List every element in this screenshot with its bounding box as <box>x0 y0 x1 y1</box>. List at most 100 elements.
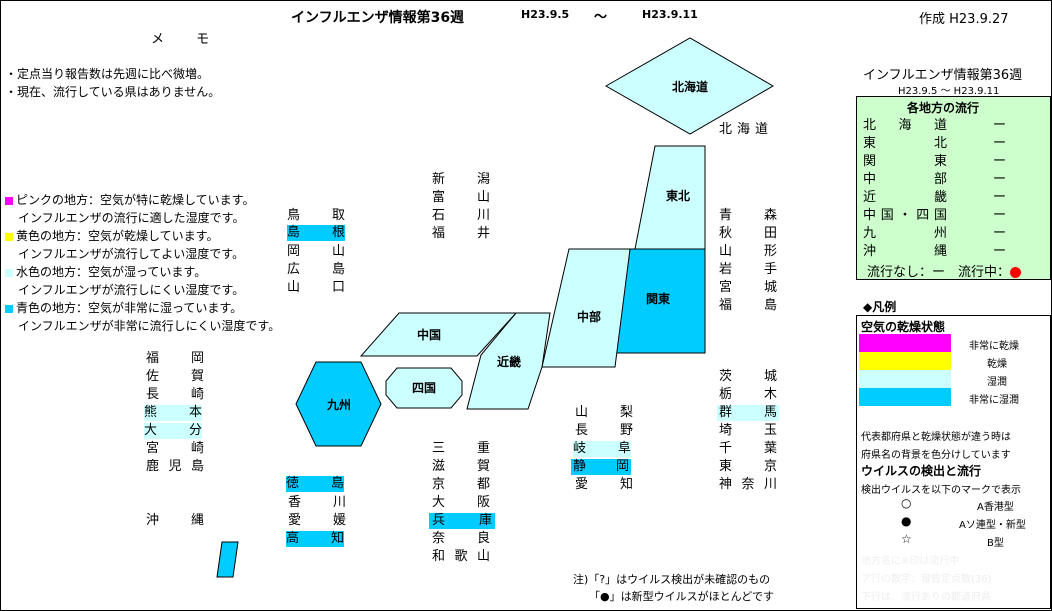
pref-aomori: 青森 <box>719 208 777 223</box>
region-kinki-label: 近畿 <box>497 354 521 369</box>
region-shikoku-label: 四国 <box>412 381 436 395</box>
date-to: H23.9.11 <box>642 8 698 21</box>
region-shikoku[interactable] <box>385 367 463 409</box>
pref-shizuoka: 静岡 <box>571 459 631 475</box>
blue-swatch <box>5 304 13 313</box>
region-chubu[interactable] <box>541 248 631 368</box>
virus-label: B型 <box>987 538 1004 549</box>
virus-label: A香港型 <box>977 502 1014 513</box>
pref-miyagi: 宮城 <box>719 280 777 295</box>
pref-yamanashi: 山梨 <box>575 405 633 420</box>
note-new-virus: 「●」は新型ウイルスがほとんどです <box>589 590 775 603</box>
status-row: 近畿ー <box>863 190 1007 205</box>
legend-lightblue-desc: インフルエンザが流行しにくい湿度です。 <box>18 283 245 297</box>
legend-pink-desc: インフルエンザの流行に適した湿度です。 <box>18 211 245 225</box>
faint-note-2: ア行の数字：報告定点数(36) <box>861 574 992 585</box>
pref-kagoshima: 鹿児島 <box>146 459 204 474</box>
date-from: H23.9.5 <box>521 8 570 21</box>
region-status-panel: 各地方の流行 北海道ー 東北ー 関東ー 中部ー 近畿ー 中国・四国ー 九州ー 沖… <box>856 96 1051 280</box>
level-label: 非常に湿潤 <box>969 395 1019 406</box>
air-heading: 空気の乾燥状態 <box>861 320 946 334</box>
level-swatch-wet <box>859 370 951 388</box>
pref-hokkaido: 北海道 <box>719 122 774 137</box>
pref-ibaraki: 茨城 <box>719 369 777 384</box>
pref-yamagata: 山形 <box>719 244 777 259</box>
virus-desc: 検出ウイルスを以下のマークで表示 <box>861 485 1021 496</box>
level-label: 非常に乾燥 <box>969 341 1019 352</box>
region-kinki[interactable] <box>466 312 551 410</box>
soviet-new-mark-icon: ● <box>901 514 912 528</box>
pref-nagano: 長野 <box>575 423 633 438</box>
pref-gunma: 群馬 <box>717 405 779 421</box>
created-date: 作成 H23.9.27 <box>919 12 1009 27</box>
panel-dates: H23.9.5 〜 H23.9.11 <box>898 86 1000 97</box>
pref-toyama: 富山 <box>432 190 490 205</box>
pref-fukushima: 福島 <box>719 298 777 313</box>
pref-ishikawa: 石川 <box>432 208 490 223</box>
faint-note-3: 下行は、流行ありの都道府県 <box>861 592 991 603</box>
status-row: 沖縄ー <box>863 244 1007 259</box>
hongkong-mark-icon: ○ <box>901 496 912 510</box>
legend-yellow-desc: インフルエンザが流行してよい湿度です。 <box>18 247 245 261</box>
note-unconfirmed: 注)「?」はウイルス検出が未確認のもの <box>573 573 771 586</box>
level-swatch-very-dry <box>859 334 951 352</box>
pref-chiba: 千葉 <box>719 441 777 456</box>
pref-miyazaki: 宮崎 <box>146 441 204 456</box>
pref-kagawa: 香川 <box>288 495 346 510</box>
pref-aichi: 愛知 <box>575 477 633 492</box>
region-kyushu[interactable] <box>295 361 382 447</box>
pref-kanagawa: 神奈川 <box>719 477 777 492</box>
pref-akita: 秋田 <box>719 226 777 241</box>
level-swatch-very-wet <box>859 388 951 406</box>
region-hokkaido-label: 北海道 <box>672 79 708 94</box>
pref-okinawa: 沖縄 <box>146 513 204 528</box>
virus-heading: ウイルスの検出と流行 <box>861 464 982 478</box>
status-row: 中国・四国ー <box>863 208 1007 223</box>
pref-nagasaki: 長崎 <box>146 387 204 402</box>
pref-shimane: 島根 <box>287 225 345 241</box>
status-row: 九州ー <box>863 226 1007 241</box>
region-okinawa[interactable] <box>216 541 239 578</box>
status-row: 東北ー <box>863 136 1007 151</box>
level-label: 乾燥 <box>987 359 1007 370</box>
pref-kyoto: 京都 <box>432 477 490 492</box>
legend-blue: 青色の地方：空気が非常に湿っています。 <box>5 299 242 316</box>
panel-title: インフルエンザ情報第36週 <box>863 68 1023 83</box>
memo-heading: メ モ <box>151 32 224 47</box>
pref-tochigi: 栃木 <box>719 387 777 402</box>
status-row: 中部ー <box>863 172 1007 187</box>
region-chubu-label: 中部 <box>577 309 601 324</box>
b-type-mark-icon: ☆ <box>901 532 912 546</box>
pref-kochi: 高知 <box>286 531 344 547</box>
pref-yamaguchi: 山口 <box>287 280 345 295</box>
pref-ehime: 愛媛 <box>288 513 346 528</box>
virus-label: Aソ連型・新型 <box>959 520 1026 531</box>
yellow-swatch <box>5 232 13 241</box>
region-hokkaido[interactable] <box>604 37 774 135</box>
pref-shiga: 滋賀 <box>432 459 490 474</box>
legend-note-2: 府県名の背景を色分けしています <box>861 450 1011 461</box>
region-chugoku[interactable] <box>359 312 518 357</box>
pref-osaka: 大阪 <box>432 495 490 510</box>
pref-hyogo: 兵庫 <box>429 513 495 529</box>
pref-fukuoka: 福岡 <box>146 351 204 366</box>
pref-iwate: 岩手 <box>719 262 777 277</box>
pref-mie: 三重 <box>432 441 490 456</box>
pref-kumamoto: 熊本 <box>144 405 202 421</box>
panel-heading: 各地方の流行 <box>907 101 980 115</box>
pref-hiroshima: 広島 <box>287 262 345 277</box>
pref-wakayama: 和歌山 <box>432 549 490 564</box>
pref-saitama: 埼玉 <box>719 423 777 438</box>
epidemic-dot-icon <box>1010 267 1022 278</box>
level-label: 湿潤 <box>987 377 1007 388</box>
pref-tokushima: 徳島 <box>286 476 344 492</box>
legend-blue-desc: インフルエンザが非常に流行しにくい湿度です。 <box>18 319 281 333</box>
legend-heading: ◆凡例 <box>863 300 897 314</box>
memo-line-2: ・現在、流行している県はありません。 <box>5 85 221 99</box>
pink-swatch <box>5 196 13 205</box>
pref-saga: 佐賀 <box>146 369 204 384</box>
pref-okayama: 岡山 <box>287 244 345 259</box>
pref-gifu: 岐阜 <box>573 441 631 457</box>
pref-nara: 奈良 <box>432 531 490 546</box>
